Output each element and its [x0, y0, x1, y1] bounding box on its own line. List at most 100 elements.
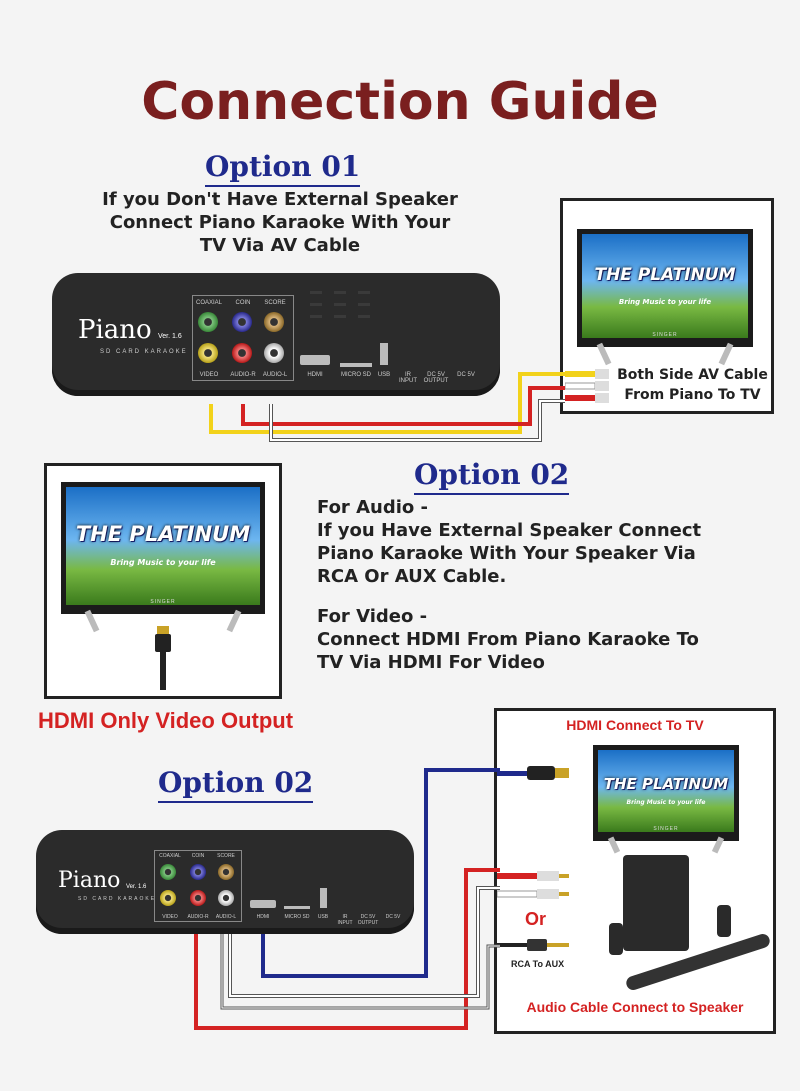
option2-video-text: For Video - Connect HDMI From Piano Kara… — [317, 605, 757, 674]
rca-plugs-icon — [497, 871, 569, 899]
page-title: Connection Guide — [141, 72, 659, 132]
av-cable-label-line: From Piano To TV — [624, 387, 761, 403]
port-label: USB — [317, 914, 329, 920]
micro-sd-port[interactable] — [340, 363, 372, 367]
hdmi-plug-icon — [497, 766, 569, 780]
av-cable-label-line: Both Side AV Cable — [617, 367, 768, 383]
option1-heading: Option 01 — [205, 150, 361, 187]
device-version: Ver. 1.6 — [126, 884, 147, 890]
tv-brand: SINGER — [653, 826, 679, 832]
device-logo: Piano — [78, 315, 152, 345]
subwoofer-icon — [623, 855, 689, 951]
port-label: USB — [377, 372, 391, 378]
port-label: VIDEO — [199, 372, 219, 378]
video-jack[interactable] — [160, 890, 176, 906]
or-label: Or — [525, 909, 547, 929]
tv-logo: THE PLATINUM — [603, 774, 729, 793]
port-label: DC 5V — [457, 372, 475, 378]
hdmi-connect-label: HDMI Connect To TV — [566, 717, 704, 733]
port-label: SCORE — [264, 300, 286, 306]
option2b-frame: HDMI Connect To TV THE PLATINUM Bring Mu… — [494, 708, 776, 1034]
option1-desc-line: Connect Piano Karaoke With Your — [109, 212, 451, 233]
audio-line: Piano Karaoke With Your Speaker Via — [317, 543, 696, 564]
tv-image: THE PLATINUM Bring Music to your life SI… — [577, 229, 753, 366]
tv-logo: THE PLATINUM — [594, 265, 736, 286]
audio-line: RCA Or AUX Cable. — [317, 566, 507, 587]
tv-brand: SINGER — [150, 599, 176, 605]
option1-desc-line: If you Don't Have External Speaker — [102, 189, 458, 210]
port-label: COIN — [235, 300, 251, 306]
video-line: TV Via HDMI For Video — [317, 652, 545, 673]
port-label: MICRO SD — [341, 372, 371, 378]
port-label: IR INPUT — [399, 372, 417, 384]
tv-image: THE PLATINUM Bring Music to your life SI… — [593, 745, 739, 854]
usb-port[interactable] — [320, 888, 327, 908]
port-label: SCORE — [217, 853, 235, 859]
score-jack[interactable] — [218, 864, 234, 880]
av-cable-label: Both Side AV Cable From Piano To TV — [615, 365, 770, 405]
port-label: COAXIAL — [159, 853, 181, 859]
port-label: DC 5V — [385, 914, 401, 920]
rca-plugs-icon — [565, 369, 609, 403]
port-label: HDMI — [256, 914, 270, 920]
coin-jack[interactable] — [232, 312, 252, 332]
usb-port[interactable] — [380, 343, 388, 365]
option2-tv-frame: THE PLATINUM Bring Music to your life SI… — [44, 463, 282, 699]
audio-l-jack[interactable] — [218, 890, 234, 906]
video-line: Connect HDMI From Piano Karaoke To — [317, 629, 699, 650]
satellite-speaker-icon — [717, 905, 731, 937]
option1-description: If you Don't Have External Speaker Conne… — [60, 188, 500, 257]
port-label: VIDEO — [162, 914, 178, 920]
rca-aux-label: RCA To AUX — [511, 959, 565, 969]
option2b-heading: Option 02 — [158, 766, 314, 803]
tv-brand: SINGER — [652, 332, 678, 338]
hdmi-port[interactable] — [250, 900, 276, 908]
tv-tagline: Bring Music to your life — [626, 799, 706, 807]
satellite-speaker-icon — [609, 923, 623, 955]
score-jack[interactable] — [264, 312, 284, 332]
audio-r-jack[interactable] — [232, 343, 252, 363]
option2-audio-text: For Audio - If you Have External Speaker… — [317, 496, 757, 588]
device-option2: Piano Ver. 1.6 SD CARD KARAOKE COAXIAL C… — [36, 830, 414, 934]
jack-panel — [192, 295, 294, 381]
port-label: COIN — [191, 853, 205, 859]
port-label: IR INPUT — [337, 914, 353, 926]
audio-title: For Audio - — [317, 497, 428, 518]
tv-tagline: Bring Music to your life — [110, 557, 216, 567]
hdmi-only-label: HDMI Only Video Output — [38, 708, 294, 733]
device-version: Ver. 1.6 — [158, 333, 182, 340]
video-jack[interactable] — [198, 343, 218, 363]
option1-desc-line: TV Via AV Cable — [199, 235, 361, 256]
port-label: AUDIO-R — [187, 914, 209, 920]
coaxial-jack[interactable] — [198, 312, 218, 332]
port-label: DC 5V OUTPUT — [423, 372, 449, 384]
option2-heading: Option 02 — [414, 458, 570, 495]
tv-image: THE PLATINUM Bring Music to your life SI… — [61, 482, 265, 633]
device-logo: Piano — [58, 868, 121, 893]
tv-tagline: Bring Music to your life — [618, 298, 712, 307]
audio-line: If you Have External Speaker Connect — [317, 520, 702, 541]
port-label: MICRO SD — [284, 914, 310, 920]
port-label: AUDIO-R — [230, 372, 256, 378]
port-label: AUDIO-L — [262, 372, 288, 378]
audio-r-jack[interactable] — [190, 890, 206, 906]
coin-jack[interactable] — [190, 864, 206, 880]
device-subtitle: SD CARD KARAOKE — [78, 896, 157, 902]
micro-sd-port[interactable] — [284, 906, 310, 909]
video-title: For Video - — [317, 606, 428, 627]
audio-l-jack[interactable] — [264, 343, 284, 363]
port-label: DC 5V OUTPUT — [357, 914, 379, 926]
port-label: AUDIO-L — [215, 914, 237, 920]
device-subtitle: SD CARD KARAOKE — [100, 349, 188, 355]
hdmi-port[interactable] — [300, 355, 330, 365]
device-option1: Piano Ver. 1.6 SD CARD KARAOKE COAXIAL C… — [52, 273, 500, 396]
hdmi-cable-icon — [155, 626, 171, 690]
option1-tv-frame: THE PLATINUM Bring Music to your life SI… — [560, 198, 774, 414]
port-label: HDMI — [307, 372, 323, 378]
tv-logo: THE PLATINUM — [75, 522, 251, 547]
coaxial-jack[interactable] — [160, 864, 176, 880]
audio-connect-label: Audio Cable Connect to Speaker — [526, 999, 744, 1015]
jack-panel — [154, 850, 242, 922]
